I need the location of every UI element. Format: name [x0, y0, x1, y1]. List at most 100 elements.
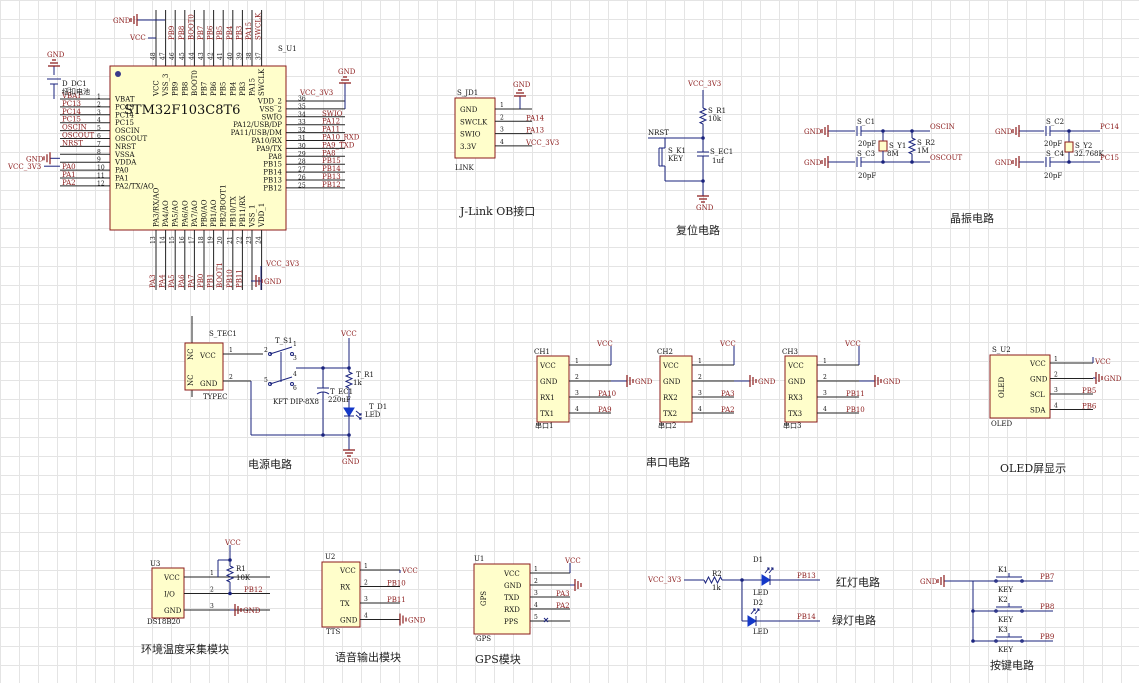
nc-label: NC — [187, 349, 195, 360]
pin-number: 2 — [1054, 372, 1058, 379]
pin-name: PB1/AO — [210, 199, 218, 227]
pin-number: 4 — [575, 406, 579, 413]
net-label: PB14 — [322, 165, 341, 173]
ds18b20-part: DS18B20 — [147, 618, 180, 626]
net-label: PA3 — [149, 274, 157, 288]
oled-ref: S_U2 — [992, 346, 1011, 354]
crystal-ref: S_Y1 — [889, 142, 906, 150]
pin-name: VDD_1 — [258, 203, 266, 228]
pin-name: PB14 — [263, 169, 282, 177]
jlink-part: LINK — [455, 164, 475, 172]
pin-number: 3 — [1054, 387, 1058, 394]
resistor-value: 1M — [917, 147, 929, 155]
net-label: PB6 — [1082, 403, 1097, 411]
pin-name: SCL — [1030, 391, 1045, 399]
pin-number: 5 — [97, 125, 101, 132]
power-label: VCC — [564, 557, 581, 565]
ground-symbol — [574, 579, 582, 591]
gps-body-label: GPS — [480, 591, 488, 606]
net-label: PB7 — [197, 26, 205, 40]
pin-name: PB6 — [210, 81, 218, 96]
pin-name: OSCIN — [115, 127, 140, 135]
pin-number: 46 — [169, 52, 176, 60]
ground-symbol — [1012, 125, 1020, 137]
crystal-y2 — [1064, 141, 1074, 153]
pin-number: 30 — [298, 143, 306, 150]
net-label: PA14 — [526, 114, 545, 122]
resistor-ref: R2 — [712, 570, 722, 578]
mcu-stm32: STM32F103C8T6S_U1VBAT1VBATPC132PC13PC143… — [7, 10, 360, 290]
net-label: PA7 — [187, 274, 195, 288]
ground-symbol — [821, 156, 829, 168]
serial-name: 串口2 — [658, 422, 676, 430]
ds18b20-ref: U3 — [150, 560, 160, 568]
pin-number: 44 — [188, 52, 195, 60]
pin-number: 1 — [293, 341, 297, 348]
ground-symbol — [937, 575, 945, 587]
pin-name: VCC — [1029, 360, 1046, 368]
gps-ref: U1 — [474, 555, 484, 563]
ground-label: GND — [47, 51, 65, 59]
ground-symbol — [874, 375, 882, 387]
serial-name: 串口3 — [783, 422, 801, 430]
pin-name: PA12/USB/DP — [233, 121, 282, 129]
pin-number: 6 — [293, 385, 297, 392]
pin-number: 23 — [246, 236, 253, 244]
ground-symbol — [1095, 372, 1103, 384]
net-label: PA1 — [62, 171, 76, 179]
pin-number: 1 — [698, 358, 702, 365]
mcu-part-name: STM32F103C8T6 — [124, 103, 240, 118]
net-label: PB10 — [846, 406, 865, 414]
junction-dot — [228, 558, 232, 562]
pin-number: 2 — [534, 578, 538, 585]
pin-name: GND — [663, 378, 681, 386]
key-switch-symbol — [990, 603, 1028, 612]
power-label: VCC — [596, 340, 613, 348]
pin-name: 3.3V — [460, 143, 477, 151]
led-label: LED — [753, 589, 769, 597]
net-label: PB13 — [797, 572, 816, 580]
pin-number: 24 — [256, 236, 263, 244]
pin-number: 2 — [210, 587, 214, 594]
net-label: PB9 — [168, 26, 176, 40]
pin-number: 1 — [534, 566, 538, 573]
tts-body — [321, 561, 361, 628]
jlink-body — [454, 97, 496, 159]
pin-number: 29 — [298, 151, 306, 158]
net-label: PB7 — [1040, 573, 1054, 581]
power-label: VCC_3V3 — [7, 163, 41, 171]
pin-name: GND — [1030, 376, 1048, 384]
net-label: PB9 — [1040, 633, 1054, 641]
pin-name: PB11/RX — [239, 196, 247, 227]
pin-number: 18 — [198, 236, 205, 244]
net-label: PB11 — [387, 596, 406, 604]
pin-name: PC15 — [115, 119, 134, 127]
net-label: BOOT1 — [216, 262, 224, 288]
ground-symbol — [697, 195, 709, 203]
ground-symbol — [130, 14, 138, 26]
pin-number: 5 — [264, 377, 268, 384]
cap-value: 20pF — [858, 172, 876, 180]
ground-symbol — [821, 125, 829, 137]
serial-name: 串口1 — [535, 422, 553, 430]
cap-ref: S_C3 — [857, 150, 875, 158]
pin-name: GND — [460, 106, 478, 114]
pin-name: SWIO — [460, 131, 481, 139]
oled-body-label: OLED — [998, 377, 1006, 398]
pin-name: PA9/TX — [256, 145, 282, 153]
pin-name: PB8 — [181, 82, 189, 96]
ground-label: GND — [338, 68, 356, 76]
oled-caption: OLED屏显示 — [1000, 462, 1066, 475]
pin-number: 15 — [169, 236, 176, 244]
resistor-value: 10K — [236, 574, 251, 582]
resistor-value: 1k — [353, 379, 362, 387]
net-label: PA2 — [721, 406, 735, 414]
ground-symbol — [626, 375, 634, 387]
pin-number: 22 — [236, 236, 243, 244]
pin-name: PA0 — [115, 167, 129, 175]
key-switch-symbol — [990, 633, 1028, 642]
mcu-body — [109, 65, 287, 231]
switch-part: KFT DIP-8X8 — [273, 398, 319, 406]
net-label: PC15 — [62, 116, 81, 124]
